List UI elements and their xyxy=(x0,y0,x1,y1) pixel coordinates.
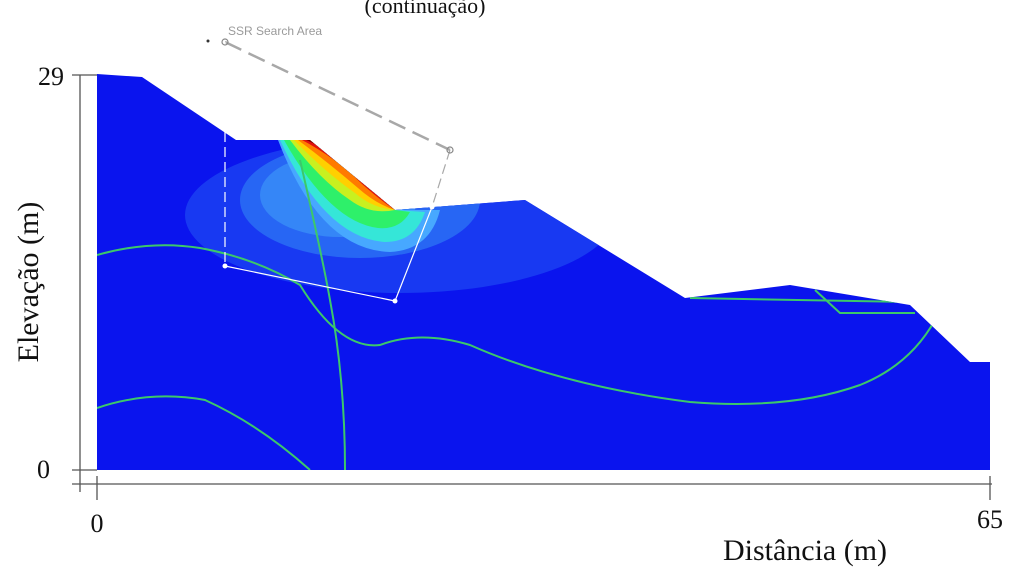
search-handle-bottom[interactable] xyxy=(392,298,398,304)
search-handle-top-left[interactable] xyxy=(221,38,229,46)
slip-band-6 xyxy=(298,140,395,210)
contour-line-4 xyxy=(689,297,909,303)
y-axis-title: Elevação (m) xyxy=(12,202,45,363)
search-area-dashed-right xyxy=(431,149,451,208)
search-area-label: SSR Search Area xyxy=(228,24,322,38)
contour-line-3 xyxy=(299,159,346,470)
search-handle-bottom-left[interactable] xyxy=(222,263,228,269)
search-handle-top-right[interactable] xyxy=(446,146,454,154)
x-tick-label-0: 0 xyxy=(91,509,104,538)
ssr-search-area: SSR Search Area xyxy=(206,24,454,304)
contour-line-2 xyxy=(97,395,311,470)
y-tick-label-0: 0 xyxy=(37,455,50,484)
contour-line-1 xyxy=(97,244,936,405)
x-tick-label-65: 65 xyxy=(977,505,1003,534)
search-handle-right[interactable] xyxy=(429,204,435,210)
search-area-marker xyxy=(206,39,210,43)
search-area-dashed-top xyxy=(224,40,451,152)
slip-band-7 xyxy=(302,140,395,210)
x-axis-title: Distância (m) xyxy=(723,534,887,567)
y-tick-label-29: 29 xyxy=(38,62,64,91)
figure-caption: (continuação) xyxy=(365,0,486,18)
contour-line-5 xyxy=(814,289,915,314)
